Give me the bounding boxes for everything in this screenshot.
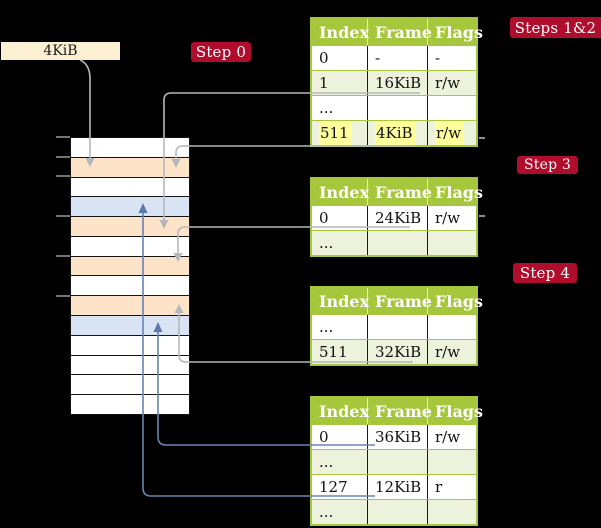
cell-frame	[367, 231, 427, 255]
highlight: 511	[319, 121, 352, 145]
table-header: Index Frame Flags	[312, 398, 483, 424]
cell-index: ...	[319, 233, 334, 252]
memory-frame-row	[71, 138, 189, 157]
memory-frame-row	[71, 315, 189, 335]
physical-memory-column	[70, 137, 190, 415]
memory-frame-row	[71, 354, 189, 375]
cell-frame: 4KiB	[367, 121, 427, 145]
cell-index: 1	[319, 73, 329, 92]
cell-frame	[367, 96, 427, 120]
memory-address-ticks	[56, 136, 70, 297]
cell-index: 0	[319, 48, 329, 67]
table-header: Index Frame Flags	[312, 179, 483, 205]
cell-flags: r/w	[427, 206, 476, 230]
page-table-at-4kib: Index Frame Flags 0 - - 1 16KiB r/w ... …	[310, 17, 483, 147]
cell-index: 511	[312, 121, 367, 145]
column-header: Index	[319, 22, 370, 42]
cell-flags	[427, 315, 476, 339]
cell-index: 0	[319, 208, 329, 227]
table-row: 1 16KiB r/w	[312, 70, 476, 95]
table-row: 127 12KiB r	[312, 474, 476, 499]
table-row: ...	[312, 314, 476, 339]
memory-frame-row	[71, 176, 189, 197]
memory-frame-row	[71, 394, 189, 414]
cell-frame: 16KiB	[367, 71, 427, 95]
column-header: Flags	[427, 179, 483, 205]
cell-frame: 32KiB	[367, 340, 427, 364]
column-header: Frame	[367, 179, 432, 205]
cell-flags: r/w	[427, 121, 476, 145]
cell-frame	[367, 450, 427, 474]
memory-frame-row	[71, 235, 189, 256]
table-row: ...	[312, 499, 476, 524]
page-table-at-24kib: Index Frame Flags ... 511 32KiB r/w	[310, 286, 483, 366]
steps-1-2-label: Steps 1&2	[510, 17, 601, 38]
cell-index: 0	[319, 427, 329, 446]
cell-frame	[367, 315, 427, 339]
column-header: Index	[319, 291, 370, 311]
cell-flags	[427, 231, 476, 255]
highlight: r/w	[435, 121, 465, 145]
cell-flags	[427, 450, 476, 474]
column-header: Flags	[427, 19, 483, 45]
cell-index: ...	[319, 452, 334, 471]
cell-flags	[427, 96, 476, 120]
cell-frame: -	[367, 46, 427, 70]
arrow-pte511-to-frame-4kib	[171, 145, 413, 168]
memory-frame-row	[71, 255, 189, 276]
table-row: 511 32KiB r/w	[312, 339, 476, 364]
cell-frame: 12KiB	[367, 475, 427, 499]
root-pointer-label: 4KiB	[43, 43, 78, 59]
cell-index: ...	[319, 317, 334, 336]
table-row: ...	[312, 230, 476, 255]
cell-frame: 36KiB	[367, 425, 427, 449]
cell-frame: 24KiB	[367, 206, 427, 230]
column-header: Frame	[367, 398, 432, 424]
table-row: 0 36KiB r/w	[312, 424, 476, 449]
column-header: Flags	[427, 398, 483, 424]
cell-index: 511	[319, 342, 348, 361]
column-header: Flags	[427, 288, 483, 314]
memory-frame-row	[71, 196, 189, 217]
table-row: ...	[312, 449, 476, 474]
table-row: ...	[312, 95, 476, 120]
memory-frame-row	[71, 295, 189, 316]
cell-frame	[367, 500, 427, 524]
table-row: 0 - -	[312, 45, 476, 70]
column-header: Frame	[367, 19, 432, 45]
memory-frame-row	[71, 216, 189, 236]
cell-index: ...	[319, 98, 334, 117]
memory-frame-row	[71, 275, 189, 296]
cell-index: 127	[319, 477, 348, 496]
table-header: Index Frame Flags	[312, 288, 483, 314]
memory-frame-row	[71, 334, 189, 355]
highlight: 4KiB	[375, 121, 416, 145]
table-header: Index Frame Flags	[312, 19, 483, 45]
cell-flags: r/w	[427, 425, 476, 449]
step-4-label: Step 4	[513, 263, 577, 283]
column-header: Index	[319, 401, 370, 421]
cell-flags: -	[427, 46, 476, 70]
cell-flags: r	[427, 475, 476, 499]
column-header: Index	[319, 182, 370, 202]
cell-flags: r/w	[427, 340, 476, 364]
cell-index: ...	[319, 502, 334, 521]
step-0-label: Step 0	[191, 42, 251, 62]
page-table-at-32kib: Index Frame Flags 0 36KiB r/w ... 127 12…	[310, 396, 483, 526]
step-3-label: Step 3	[517, 156, 578, 174]
cell-flags: r/w	[427, 71, 476, 95]
column-header: Frame	[367, 288, 432, 314]
table-row-highlighted: 511 4KiB r/w	[312, 120, 476, 145]
memory-frame-row	[71, 374, 189, 395]
cell-flags	[427, 500, 476, 524]
memory-frame-row	[71, 156, 189, 177]
table-row: 0 24KiB r/w	[312, 205, 476, 230]
page-table-at-16kib: Index Frame Flags 0 24KiB r/w ...	[310, 177, 483, 257]
root-pointer-box: 4KiB	[1, 42, 120, 60]
